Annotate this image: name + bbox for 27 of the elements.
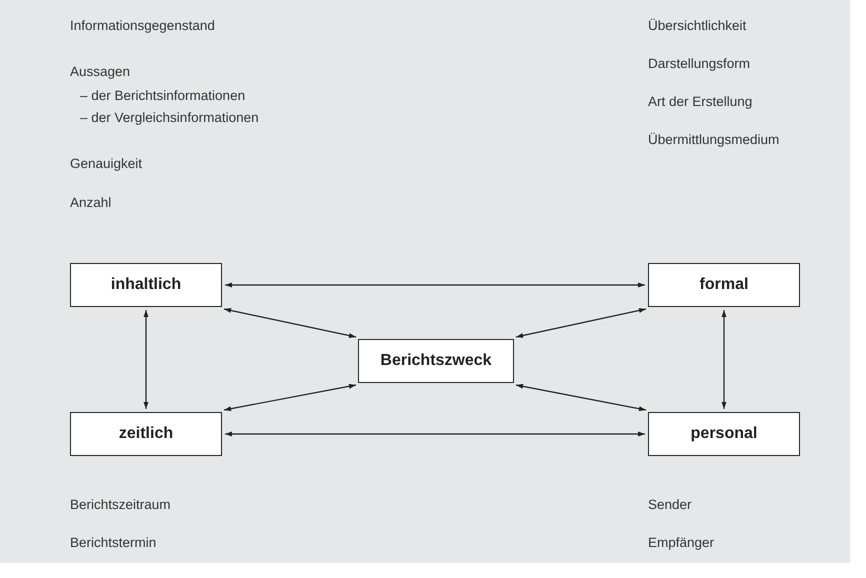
list-item-text: Informationsgegenstand: [70, 18, 215, 34]
category-box: zeitlich: [70, 412, 222, 456]
category-box: inhaltlich: [70, 263, 222, 307]
list-item-text: Anzahl: [70, 195, 112, 211]
list-item-text: Art der Erstellung: [648, 94, 752, 110]
category-box: Berichtszweck: [358, 339, 514, 383]
double-arrow: [224, 384, 356, 412]
double-arrow: [516, 384, 646, 412]
category-box: formal: [648, 263, 800, 307]
double-arrow: [225, 432, 645, 436]
list-item-text: Darstellungsform: [648, 56, 750, 72]
list-item-text: Übermittlungsmedium: [648, 132, 780, 148]
list-item-text: Übersichtlichkeit: [648, 18, 746, 34]
category-box: personal: [648, 412, 800, 456]
list-item-text: Sender: [648, 497, 692, 513]
list-item-text: – der Berichtsinformationen: [80, 88, 246, 104]
list-item-text: Empfänger: [648, 535, 714, 551]
list-item-text: Berichtszeitraum: [70, 497, 171, 513]
double-arrow: [224, 308, 356, 338]
list-item-text: Genauigkeit: [70, 156, 142, 172]
list-item-text: Aussagen: [70, 64, 130, 80]
list-item-text: Berichtstermin: [70, 535, 156, 551]
double-arrow: [516, 308, 646, 338]
double-arrow: [722, 310, 726, 409]
double-arrow: [225, 282, 645, 288]
list-item-text: – der Vergleichsinformationen: [80, 110, 259, 126]
double-arrow: [144, 310, 148, 409]
